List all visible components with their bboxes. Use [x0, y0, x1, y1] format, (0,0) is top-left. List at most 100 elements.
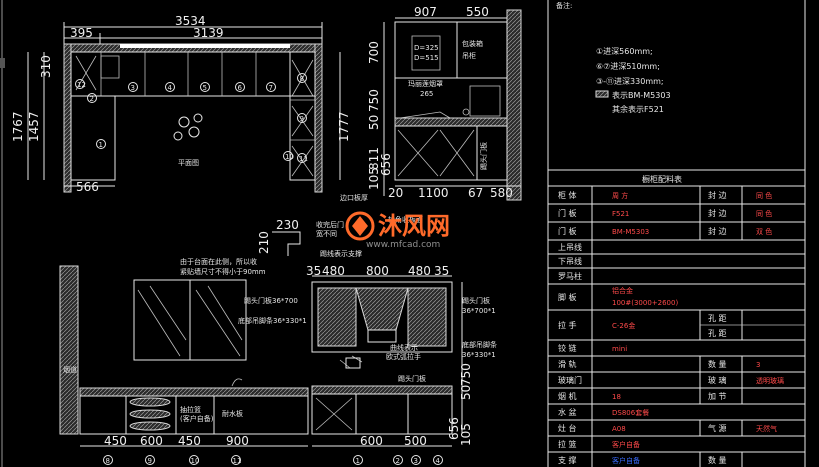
detail-dim-210: 210	[257, 231, 271, 254]
elev-right-dim-600: 600	[360, 434, 383, 448]
section-hood-label: 玛丽莲烟罩	[408, 79, 443, 88]
plan-dim-1767: 1767	[11, 111, 25, 142]
left-handle[interactable]	[0, 58, 5, 68]
svg-text:2: 2	[90, 95, 94, 103]
section-side-label: 踢头门板	[479, 142, 488, 170]
elev-right-dim-35a: 35	[306, 264, 321, 278]
title-frame: 橱柜配料表	[547, 0, 806, 467]
elev-left-bubble-10: 10	[189, 455, 200, 465]
elev-right-hatch-label-2: 36*330*1	[462, 351, 496, 359]
note-4: 表示BM-M5303	[612, 90, 671, 100]
elev-right-upper-left	[317, 287, 357, 347]
elev-right-dim-50: 50	[459, 385, 473, 400]
elev-right-dim-35b: 35	[434, 264, 449, 278]
elev-right-hood-base	[367, 329, 397, 343]
plan-tall-cross-2	[291, 105, 314, 137]
section-dim-105: 105	[367, 167, 381, 190]
detail-warn-1: 由于台面在此侧，所以收	[180, 257, 257, 266]
table-cell-label: 拉 篮	[558, 439, 577, 449]
plan-bubble-4: 4	[165, 82, 175, 92]
section-hood-dim: 265	[420, 90, 433, 98]
table-cell-label: 柜 体	[558, 190, 577, 200]
table-cell-label: 孔 距	[708, 314, 727, 323]
table-cell-value: 铝合金	[612, 286, 633, 295]
plan-bubble-9: 9	[297, 113, 307, 123]
plan-dim-3534: 3534	[175, 14, 206, 28]
table-title: 橱柜配料表	[642, 174, 682, 184]
table-cell-label: 门 板	[558, 226, 577, 236]
section-box-d2: D=515	[414, 54, 439, 62]
elev-right-upper	[311, 281, 453, 353]
plan-bubble-3: 3	[128, 82, 138, 92]
elev-left-basket-3	[129, 421, 171, 431]
elev-right-dim-800: 800	[366, 264, 389, 278]
section-box-d1: D=325	[414, 44, 439, 52]
elev-left-sink-label: 耐水板	[222, 409, 243, 418]
section-view: 907 550 D=325 D=515 包装箱 吊柜 玛丽莲烟罩 265 踢头门…	[340, 5, 522, 202]
elev-left-door-label: 踢头门板36*700	[244, 296, 298, 305]
note-3: ③-⑪进深330mm;	[596, 77, 664, 86]
section-dim-67: 67	[468, 186, 483, 200]
elev-right-bubble-2: 2	[393, 455, 403, 465]
elev-left-base	[79, 395, 309, 435]
svg-text:10: 10	[191, 457, 200, 465]
plan-stove-3	[173, 131, 183, 141]
plan-wall-left	[63, 43, 72, 193]
watermark: 沐风网 www.mfcad.com	[345, 211, 450, 250]
plan-stove-1	[178, 116, 190, 128]
detail-note-3: 踢线表示支撑	[320, 249, 362, 258]
elev-left-bubble-9: 9	[145, 455, 155, 465]
table-cell-value: 同 色	[756, 191, 772, 200]
table-cell-label: 门 板	[558, 208, 577, 218]
plan-dim-310: 310	[39, 55, 53, 78]
elev-right: 35 480 800 480 35 踢头门板 36*700*1 底部吊脚条 36…	[306, 264, 497, 465]
detail-warn-2: 紧贴墙尺寸不得小于90mm	[180, 267, 266, 276]
elev-right-base-cross	[315, 397, 353, 431]
svg-text:10: 10	[285, 153, 294, 161]
table-cell-value: BM-M5303	[612, 228, 649, 236]
elev-left-dim-900: 900	[226, 434, 249, 448]
section-dim-656: 656	[379, 153, 393, 176]
section-dim-20: 20	[388, 186, 403, 200]
svg-text:4: 4	[168, 84, 173, 92]
section-base-2	[476, 125, 508, 181]
elev-right-bubble-3: 3	[411, 455, 421, 465]
table-cell-label: 支 撑	[558, 455, 577, 465]
elev-right-dim-480b: 480	[408, 264, 431, 278]
section-dim-750: 750	[367, 89, 381, 112]
table-cell-value: mini	[612, 345, 627, 353]
section-dim-700: 700	[367, 41, 381, 64]
elev-left-dim-600: 600	[140, 434, 163, 448]
plan-bubble-12: 12	[75, 79, 86, 89]
svg-text:11: 11	[233, 457, 242, 465]
table-cell-value: DS806套餐	[612, 408, 649, 417]
table-cell-value: 100#(3000+2600)	[612, 299, 678, 307]
plan-dim-1457: 1457	[27, 111, 41, 142]
svg-text:6: 6	[238, 84, 243, 92]
plan-tall-cross-3	[291, 145, 314, 177]
elev-right-worktop	[311, 385, 453, 395]
elev-right-bubble-4: 4	[433, 455, 443, 465]
plan-stove-4	[193, 113, 203, 123]
plan-label: 平面图	[178, 159, 199, 167]
section-bottom-label: 边口板厚	[340, 193, 368, 202]
table-cell-value: F521	[612, 210, 629, 218]
elev-left-wall-label: 烟道	[63, 365, 77, 374]
section-dim-50: 50	[367, 115, 381, 130]
note-1: ①进深560mm;	[596, 47, 653, 56]
section-dim-907: 907	[414, 5, 437, 19]
note-2: ⑥⑦进深510mm;	[596, 62, 660, 71]
table-cell-value: C-26金	[612, 321, 635, 330]
table-cell-value: A08	[612, 425, 626, 433]
plan-dim-1777: 1777	[337, 111, 351, 142]
plan-bubble-1: 1	[96, 139, 106, 149]
section-base-cross	[397, 129, 475, 177]
section-worktop	[394, 117, 508, 127]
plan-dim-395: 395	[70, 26, 93, 40]
note-5: 其余表示F521	[612, 104, 664, 114]
elev-right-dim-656: 656	[447, 417, 461, 440]
table-cell-label: 滑 轨	[558, 359, 577, 369]
plan-bubble-5: 5	[200, 82, 210, 92]
elev-right-dim-500: 500	[404, 434, 427, 448]
plan-tall-cross-1	[291, 59, 314, 97]
